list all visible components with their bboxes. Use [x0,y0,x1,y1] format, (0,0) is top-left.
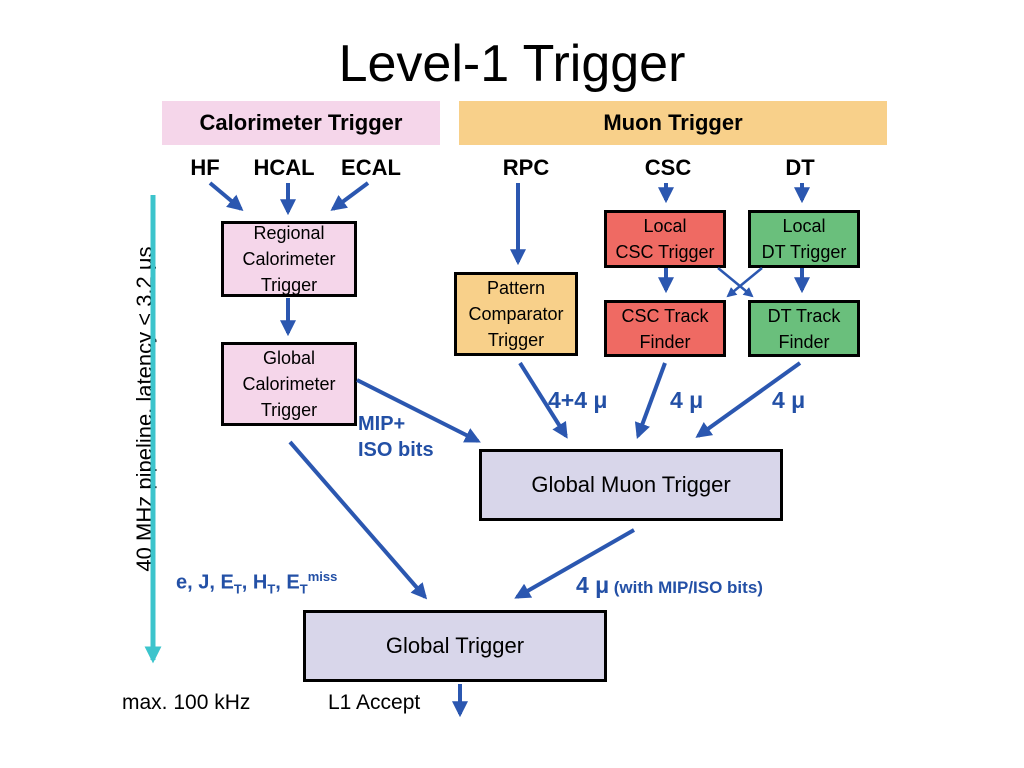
calo-output-sub: T [267,581,276,597]
calorimeter-outputs-label: e, J, ET, HT, ETmiss [176,564,337,603]
calo-output-text: e, J, E [176,571,234,594]
box-line: Regional [253,223,325,243]
arrow-csc-tf-to-gmt [634,362,667,440]
local-dt-trigger-box: Local DT Trigger [748,210,860,268]
global-calorimeter-trigger-box: Global Calorimeter Trigger [221,342,357,426]
box-line: Trigger [487,330,545,350]
box-line: Local [643,216,687,236]
gmt-output-label: 4 μ (with MIP/ISO bits) [576,572,763,601]
rpc-muons-label: 4+4 μ [548,387,608,413]
box-line: Finder [778,331,830,352]
regional-calorimeter-trigger-box: Regional Calorimeter Trigger [221,221,357,297]
calo-output-sub: T [299,581,308,597]
source-hf: HF [190,155,220,180]
label-line: ISO bits [358,439,434,461]
source-dt: DT [785,155,815,180]
source-rpc: RPC [502,155,550,180]
calorimeter-trigger-header: Calorimeter Trigger [162,101,440,145]
csc-muons-label: 4 μ [670,387,704,413]
local-csc-trigger-box: Local CSC Trigger [604,210,726,268]
box-line: Calorimeter [242,249,336,269]
arrow-dt-cross-to-csc-tf [726,267,763,298]
box-line: CSC Trigger [615,242,715,262]
arrow-dt-tf-to-gmt [695,361,802,438]
label-line: MIP+ [358,413,406,435]
global-trigger-box: Global Trigger [303,610,607,682]
box-line: Finder [639,331,691,352]
arrow-ecal-to-regional [330,181,370,211]
source-hcal: HCAL [253,155,315,180]
arrow-csc-cross-to-dt-tf [717,267,754,298]
mip-iso-bits-label: MIP+ ISO bits [358,411,434,463]
arrow-pattern-to-gmt [518,361,568,439]
box-line: DT Track [767,305,841,326]
pattern-comparator-trigger-box: Pattern Comparator Trigger [454,272,578,356]
gmt-muons-count: 4 μ [576,572,610,598]
box-line: Trigger [260,400,318,420]
box-line: Calorimeter [242,374,336,394]
box-line: Pattern [486,278,546,298]
calo-output-sub: T [233,581,242,597]
arrow-hf-to-regional [208,181,244,212]
box-line: Trigger [260,275,318,295]
calo-output-sup: miss [307,569,338,584]
dt-muons-label: 4 μ [772,387,806,413]
max-rate-label: max. 100 kHz [122,691,251,714]
arrow-gmt-to-gt [514,528,635,599]
box-line: Local [782,216,826,236]
page-title: Level-1 Trigger [338,35,686,93]
csc-track-finder-box: CSC Track Finder [604,300,726,357]
calo-output-text: , E [275,571,300,594]
arrow-global-calo-to-gmt [356,378,481,443]
box-line: Global [262,348,316,368]
global-muon-trigger-box: Global Muon Trigger [479,449,783,521]
calo-output-text: , H [241,571,268,594]
muon-trigger-header: Muon Trigger [459,101,887,145]
gmt-muons-note: (with MIP/ISO bits) [613,578,763,597]
source-ecal: ECAL [341,155,401,180]
l1-accept-label: L1 Accept [328,691,421,714]
dt-track-finder-box: DT Track Finder [748,300,860,357]
source-csc: CSC [644,155,692,180]
arrow-global-calo-to-gt [288,440,428,600]
box-line: CSC Track [621,305,709,326]
box-line: DT Trigger [761,242,847,262]
box-line: Comparator [468,304,564,324]
